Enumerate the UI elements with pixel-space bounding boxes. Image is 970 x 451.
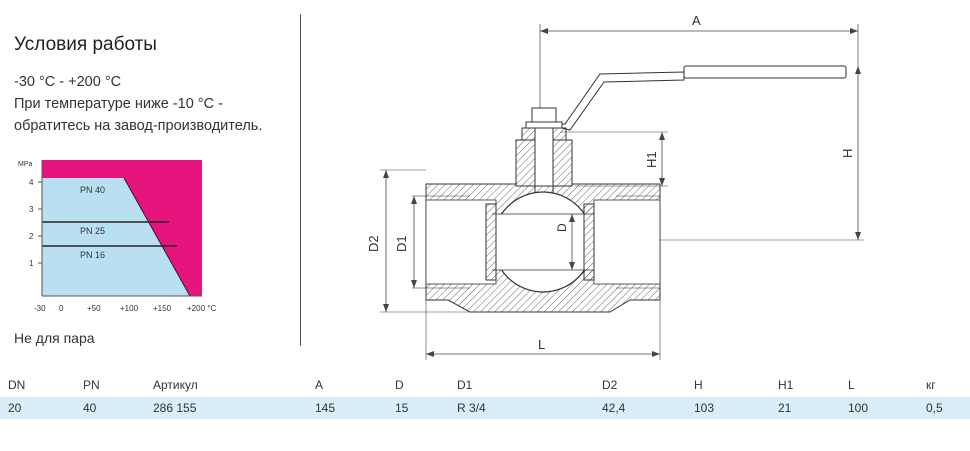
cell-a: 145 [315,396,395,419]
spec-table: DN PN Артикул A D D1 D2 H H1 L кг 20 40 … [0,374,970,419]
x-tick-0: 0 [59,304,64,313]
cell-h1: 21 [778,396,848,419]
temperature-range: -30 °C - +200 °C [14,74,122,90]
valve-drawing: A H H1 D D1 D2 [366,13,864,360]
cell-d: 15 [395,396,457,419]
left-port [425,199,497,285]
col-header-h: H [694,378,703,392]
right-port [593,199,661,285]
band-pn40: PN 40 [80,185,105,195]
y-tick-2: 2 [29,232,34,241]
cell-pn: 40 [83,396,153,419]
y-tick-1: 1 [29,259,34,268]
col-header-article: Артикул [153,378,198,392]
col-header-a: A [315,378,324,392]
x-tick-200: +200 °C [187,304,216,313]
table-header-row: DN PN Артикул A D D1 D2 H H1 L кг [0,374,970,397]
right-seat [583,203,595,281]
y-tick-4: 4 [29,178,34,187]
dim-h1-label: H1 [644,151,659,168]
handle-lever [544,71,685,131]
pressure-temperature-chart: MPa 4 3 2 1 PN 40 PN 25 PN 16 -30 0 +50 … [18,160,216,313]
y-unit-label: MPa [18,161,33,168]
col-header-d1: D1 [457,378,473,392]
temperature-note-line1: При температуре ниже -10 °C - [14,96,223,112]
cell-kg: 0,5 [926,396,970,419]
conditions-title: Условия работы [14,34,157,55]
dim-d-label: D [555,223,569,232]
col-header-kg: кг [926,378,936,392]
dim-a-label: A [692,13,701,28]
cell-l: 100 [848,396,926,419]
band-pn16: PN 16 [80,250,105,260]
not-for-steam-note: Не для пара [14,330,95,346]
col-header-l: L [848,378,855,392]
limit-curve [123,177,191,297]
left-seat [485,203,497,281]
cell-article: 286 155 [153,396,315,419]
col-header-pn: PN [83,378,100,392]
x-tick-150: +150 [153,304,172,313]
dim-d1-label: D1 [394,235,409,252]
cell-d2: 42,4 [602,396,694,419]
dim-h-label: H [840,149,855,158]
temperature-note-line2: обратитесь на завод-производитель. [14,118,263,134]
col-header-h1: H1 [778,378,794,392]
x-tick-minus30: -30 [34,304,46,313]
table-row: 20 40 286 155 145 15 R 3/4 42,4 103 21 1… [0,396,970,419]
allowed-zone [42,178,190,296]
y-tick-3: 3 [29,205,34,214]
cell-d1: R 3/4 [457,396,602,419]
dim-d2-label: D2 [366,235,381,252]
x-tick-50: +50 [87,304,101,313]
band-pn25: PN 25 [80,226,105,236]
cell-dn: 20 [8,396,83,419]
handle-grip [683,65,847,79]
x-tick-100: +100 [120,304,139,313]
col-header-dn: DN [8,378,26,392]
col-header-d2: D2 [602,378,618,392]
vertical-divider [300,14,301,346]
cell-h: 103 [694,396,778,419]
dim-l-label: L [538,337,545,352]
col-header-d: D [395,378,404,392]
